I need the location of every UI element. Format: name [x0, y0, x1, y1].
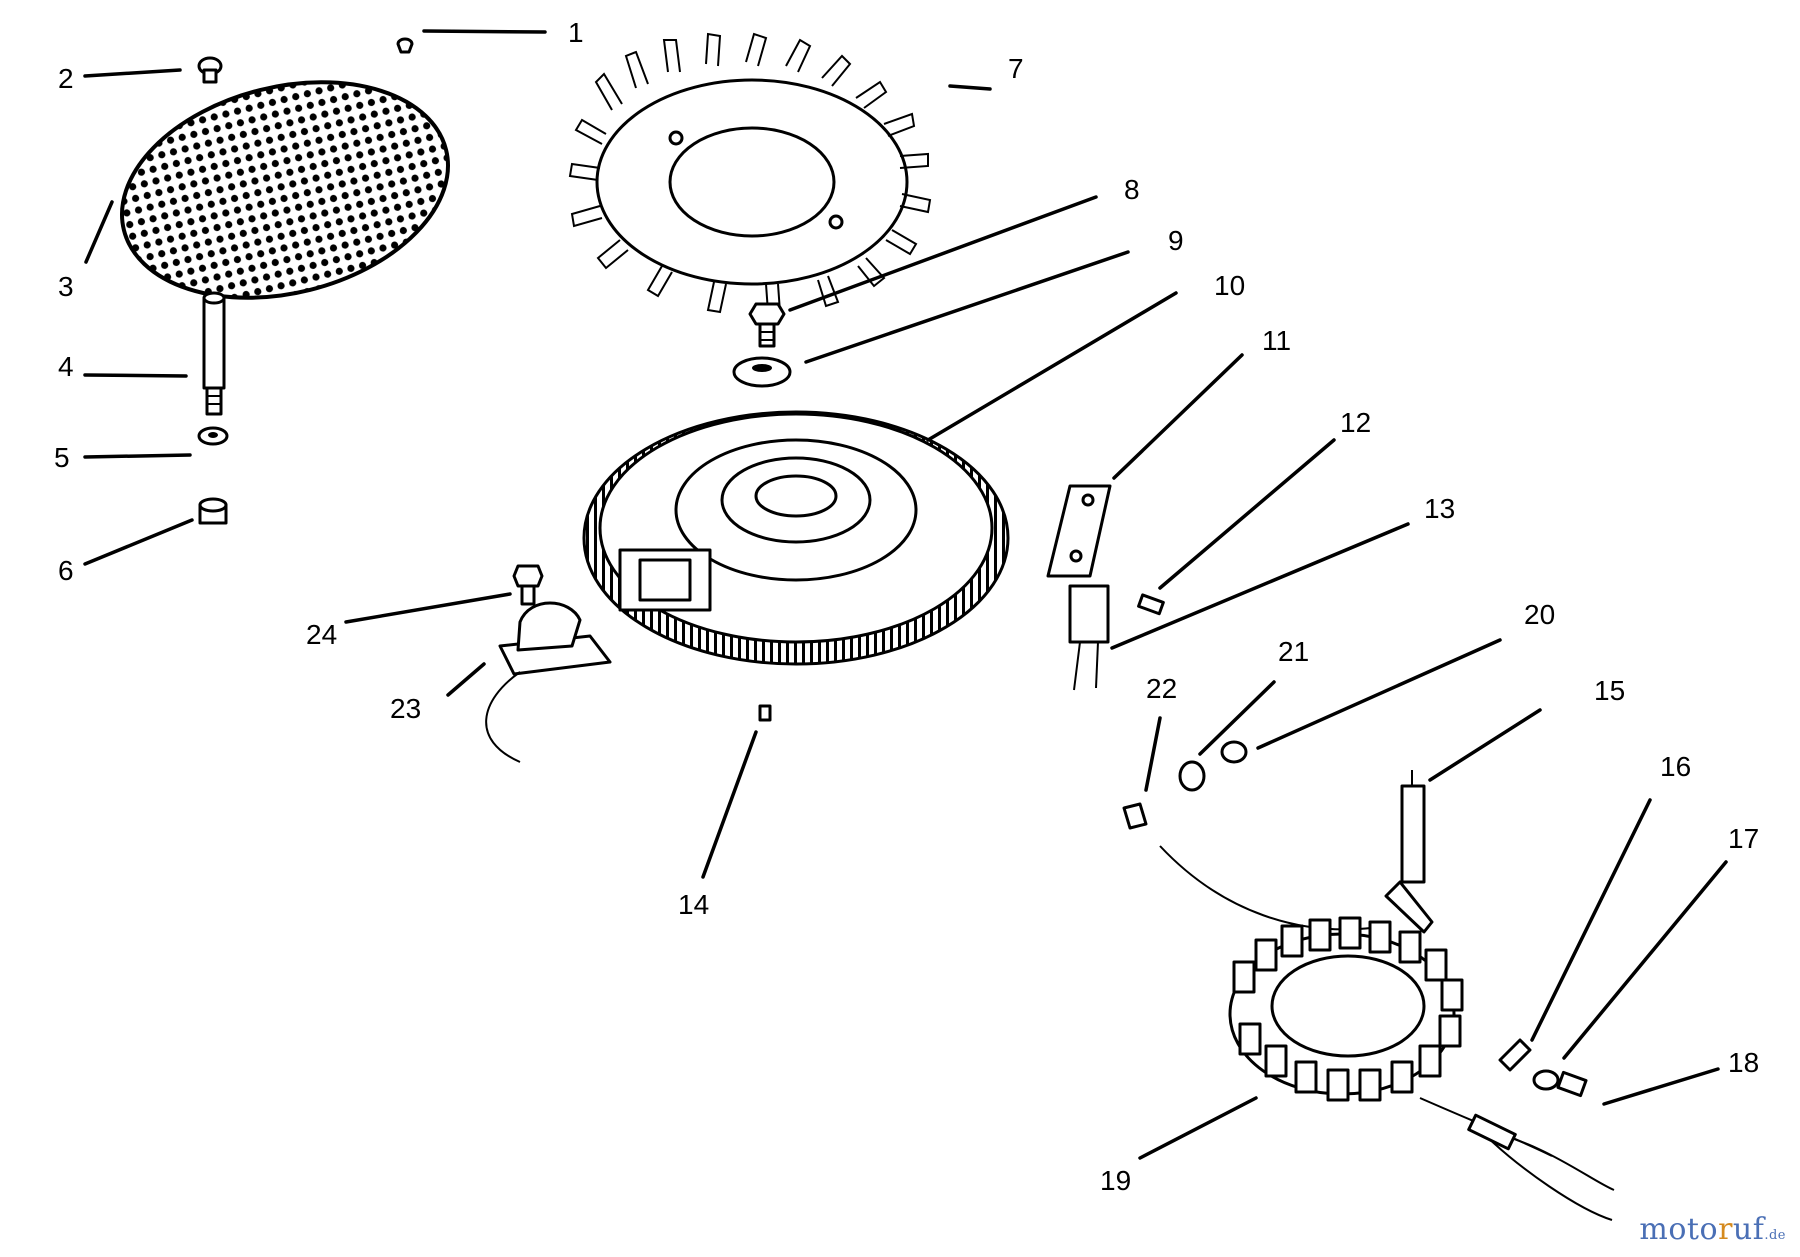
- part-5-washer: [197, 426, 229, 446]
- callout-7: 7: [1008, 53, 1024, 84]
- part-9-washer: [732, 356, 792, 388]
- watermark-part-1: moto: [1639, 1212, 1719, 1247]
- part-2-screw: [197, 56, 223, 84]
- part-7-cooling-fan: [568, 32, 932, 314]
- callout-16: 16: [1660, 751, 1691, 782]
- part-17-washer: [1532, 1069, 1560, 1091]
- watermark-part-4: .de: [1764, 1228, 1786, 1243]
- callout-23: 23: [390, 693, 421, 724]
- callout-14: 14: [678, 889, 709, 920]
- leader-18: [1602, 1067, 1720, 1106]
- callout-18: 18: [1728, 1047, 1759, 1078]
- callout-13: 13: [1424, 493, 1455, 524]
- part-14-key: [758, 704, 772, 722]
- leader-12: [1158, 438, 1336, 590]
- leader-8: [788, 195, 1098, 312]
- leader-4: [83, 373, 188, 378]
- leader-13: [1110, 522, 1410, 650]
- part-24-bolt: [512, 564, 544, 606]
- watermark-part-3: uf: [1732, 1212, 1765, 1247]
- part-10-flywheel: [582, 410, 1010, 666]
- leader-3: [84, 200, 114, 264]
- callout-19: 19: [1100, 1165, 1131, 1196]
- callout-3: 3: [58, 271, 74, 302]
- part-21-washer: [1178, 760, 1206, 792]
- callout-5: 5: [54, 442, 70, 473]
- leader-2: [83, 68, 182, 78]
- part-3-screen: [120, 80, 450, 300]
- leader-15: [1428, 708, 1542, 782]
- callout-2: 2: [58, 63, 74, 94]
- leader-1: [422, 29, 547, 34]
- part-20-washer: [1220, 740, 1248, 764]
- leader-17: [1562, 860, 1728, 1060]
- leader-19: [1138, 1096, 1258, 1160]
- leader-5: [83, 453, 192, 459]
- part-23-ignition-module: [485, 601, 612, 763]
- leader-lines: [83, 29, 1728, 1160]
- part-13-switch-module: [1068, 584, 1110, 691]
- leader-9: [804, 250, 1130, 364]
- callout-22: 22: [1146, 673, 1177, 704]
- callout-12: 12: [1340, 407, 1371, 438]
- watermark-part-2: r: [1718, 1212, 1733, 1247]
- leader-14: [701, 730, 758, 879]
- callout-10: 10: [1214, 270, 1245, 301]
- callout-20: 20: [1524, 599, 1555, 630]
- part-1-screw: [396, 37, 414, 54]
- motoruf-watermark: motoruf.de: [1639, 1212, 1786, 1247]
- callout-4: 4: [58, 351, 74, 382]
- leader-16: [1530, 798, 1652, 1042]
- callout-24: 24: [306, 619, 337, 650]
- part-16-clip: [1498, 1038, 1532, 1072]
- part-15-plug-lead: [1159, 770, 1434, 934]
- leader-20: [1256, 638, 1502, 750]
- callout-11: 11: [1262, 325, 1291, 356]
- part-11-bracket: [1046, 484, 1112, 578]
- leader-22: [1144, 716, 1162, 792]
- leader-11: [1112, 353, 1244, 480]
- callout-15: 15: [1594, 675, 1625, 706]
- part-4-standoff: [202, 291, 226, 416]
- part-12-screw: [1137, 593, 1165, 616]
- part-6-nut: [198, 497, 228, 525]
- callout-8: 8: [1124, 174, 1140, 205]
- leader-21: [1198, 680, 1276, 756]
- callout-1: 1: [568, 17, 584, 48]
- callout-17: 17: [1728, 823, 1759, 854]
- part-19-stator: [1228, 916, 1615, 1221]
- leader-6: [83, 518, 194, 566]
- part-18-screw: [1556, 1070, 1588, 1098]
- callout-6: 6: [58, 555, 74, 586]
- part-22-clip: [1122, 802, 1148, 830]
- leader-10: [926, 291, 1178, 442]
- callout-9: 9: [1168, 225, 1184, 256]
- leader-7: [948, 84, 992, 91]
- leader-24: [344, 592, 512, 624]
- leader-23: [446, 662, 486, 697]
- callout-21: 21: [1278, 636, 1309, 667]
- part-8-bolt: [748, 302, 786, 348]
- callout-labels: 1 2 3 4 5 6 7 8 9 10 11 12 13 14 15 16 1…: [54, 17, 1759, 1196]
